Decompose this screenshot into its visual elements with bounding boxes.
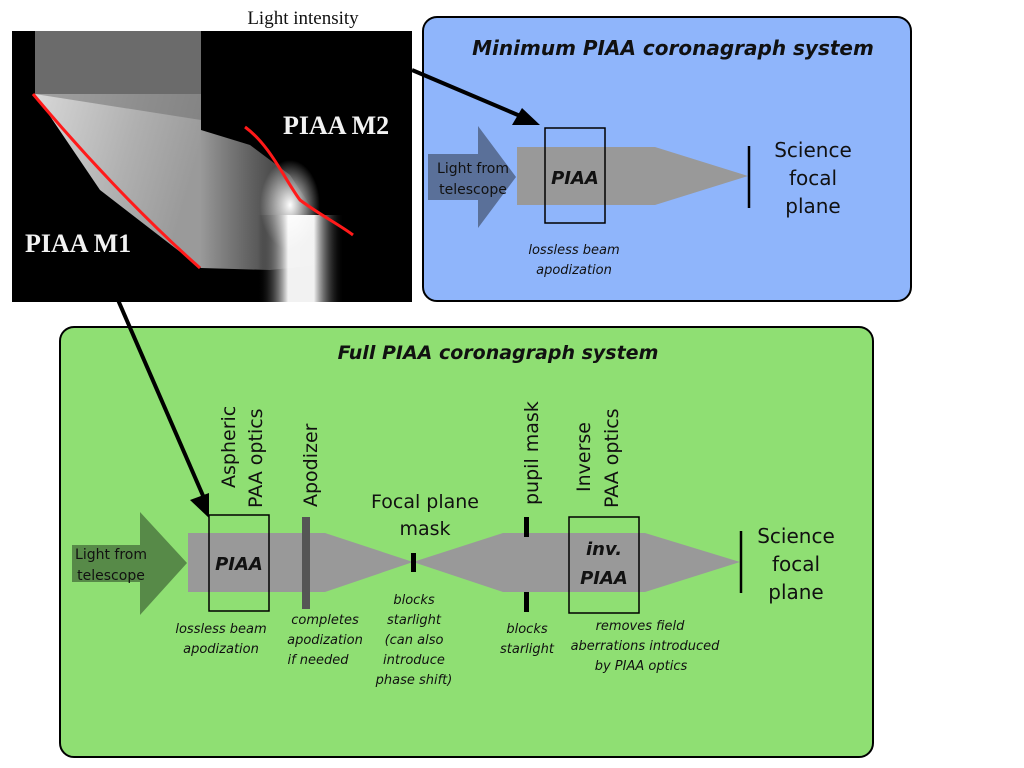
inverse-piaa-box-label-line1: inv. xyxy=(586,539,622,560)
minimum-beam xyxy=(517,147,748,205)
minimum-system-panel: Minimum PIAA coronagraph system Light fr… xyxy=(422,16,912,302)
piaa-caption-line2: apodization xyxy=(183,642,259,657)
inverse-piaa-box-label-line2: PIAA xyxy=(580,568,628,589)
focal-plane-mask-component: Focal plane mask blocks starlight (can a… xyxy=(371,491,479,688)
full-focal-label-line1: Science xyxy=(757,524,835,548)
full-system-panel: Full PIAA coronagraph system Light from … xyxy=(59,326,874,758)
focal-mask-caption-line3: (can also xyxy=(385,633,444,648)
apodizer-caption-line2: apodization xyxy=(287,633,363,648)
connector-arrows xyxy=(116,68,540,518)
minimum-focal-label-line1: Science xyxy=(774,138,852,162)
inverse-piaa-box xyxy=(568,516,640,614)
minimum-source-label-line2: telescope xyxy=(439,182,507,198)
full-system-background xyxy=(59,326,874,758)
minimum-piaa-caption-line1: lossless beam xyxy=(528,243,619,258)
minimum-source-label-line1: Light from xyxy=(437,161,509,177)
inverse-piaa-rotated-label-line1: Inverse xyxy=(573,422,595,492)
piaa-m2-curve xyxy=(244,125,354,237)
inverse-piaa-component: Inverse PAA optics inv. PIAA removes fie… xyxy=(568,408,721,674)
minimum-system-title: Minimum PIAA coronagraph system xyxy=(472,36,874,60)
minimum-piaa-caption-line2: apodization xyxy=(536,263,612,278)
full-source-label-line2: telescope xyxy=(77,568,145,584)
piaa-caption-line1: lossless beam xyxy=(175,622,266,637)
beam-shading xyxy=(35,94,201,120)
focal-mask-label-line1: Focal plane xyxy=(371,491,479,513)
outgoing-beam xyxy=(258,215,344,302)
minimum-piaa-box xyxy=(544,127,606,224)
intensity-image: Light intensity PIAA M1 PIAA M2 xyxy=(12,8,412,302)
focal-mask-caption-line1: blocks xyxy=(393,593,434,608)
focal-mask-label-line2: mask xyxy=(399,518,450,540)
full-piaa-box-label: PIAA xyxy=(215,554,263,575)
full-source-arrow-icon xyxy=(72,512,187,615)
pupil-mask-rotated-label: pupil mask xyxy=(521,401,543,505)
minimum-source-arrow-icon xyxy=(428,126,516,228)
full-system-title: Full PIAA coronagraph system xyxy=(338,342,659,364)
piaa-m2-label: PIAA M2 xyxy=(283,111,389,140)
piaa-rotated-label-line2: PAA optics xyxy=(245,408,267,508)
inverse-piaa-caption-line2: aberrations introduced xyxy=(571,639,721,654)
full-focal-label-line3: plane xyxy=(768,580,824,604)
pupil-mask-caption-line1: blocks xyxy=(506,622,547,637)
inverse-piaa-caption-line1: removes field xyxy=(596,619,686,634)
arrow-to-full-piaa-head-icon xyxy=(190,493,209,518)
focal-mask-caption-line5: phase shift) xyxy=(375,673,453,688)
minimum-focal-label-line3: plane xyxy=(785,194,841,218)
piaa-rotated-label-line1: Aspheric xyxy=(218,406,240,488)
full-beam xyxy=(188,533,740,592)
minimum-focal-label-line2: focal xyxy=(789,166,837,190)
incoming-beam xyxy=(35,31,201,94)
apodizer-rotated-label: Apodizer xyxy=(300,423,322,507)
full-piaa-box xyxy=(208,514,270,612)
full-piaa-component: Aspheric PAA optics PIAA lossless beam a… xyxy=(175,406,270,657)
apodizer-bar xyxy=(302,517,310,609)
arrow-to-minimum-piaa-line xyxy=(411,68,526,120)
pupil-mask-component: pupil mask blocks starlight xyxy=(500,401,555,657)
focal-mask-caption-line4: introduce xyxy=(383,653,445,668)
intensity-image-caption: Light intensity xyxy=(247,8,359,29)
arrow-to-full-piaa-line xyxy=(116,299,206,499)
full-source-label-line1: Light from xyxy=(75,547,147,563)
pupil-mask-bar-top xyxy=(524,517,529,537)
pupil-mask-bar-bottom xyxy=(524,592,529,612)
apodizer-caption-line3: if needed xyxy=(287,653,349,668)
piaa-m1-label: PIAA M1 xyxy=(25,229,131,258)
pupil-mask-caption-line2: starlight xyxy=(500,642,555,657)
m1-reflected-beam xyxy=(35,94,201,268)
inverse-piaa-rotated-label-line2: PAA optics xyxy=(601,408,623,508)
full-focal-label-line2: focal xyxy=(772,552,820,576)
apodizer-component: Apodizer completes apodization if needed xyxy=(287,423,363,668)
arrow-to-minimum-piaa-head-icon xyxy=(512,108,540,125)
minimum-piaa-box-label: PIAA xyxy=(551,168,599,189)
apodizer-caption-line1: completes xyxy=(291,613,359,628)
piaa-m1-curve xyxy=(31,93,201,270)
focal-plane-mask-bar xyxy=(411,553,416,572)
inverse-piaa-caption-line3: by PIAA optics xyxy=(595,659,688,674)
focal-mask-caption-line2: starlight xyxy=(387,613,442,628)
